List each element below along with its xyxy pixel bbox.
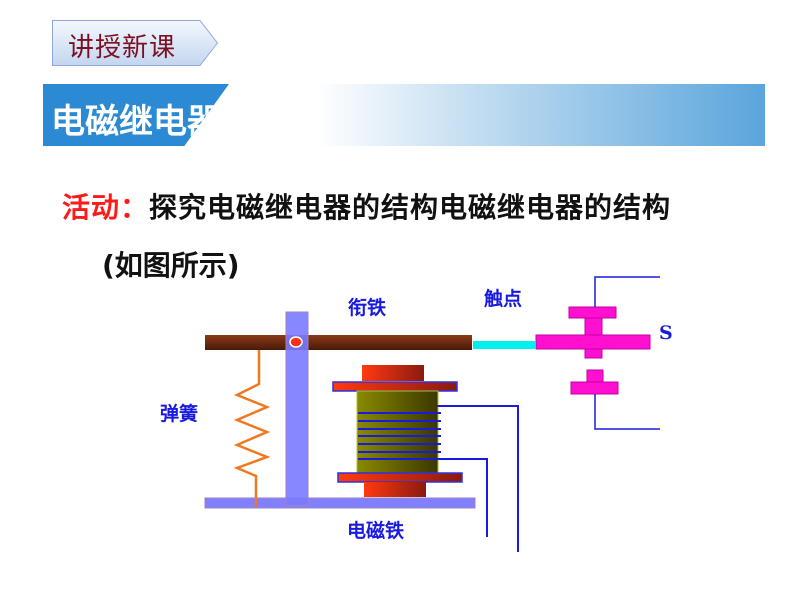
switch-wire-top (594, 276, 660, 307)
title-banner: 电磁继电器结 (43, 84, 229, 146)
armature-bar (205, 335, 472, 350)
activity-text: 探究电磁继电器的结构电磁继电器的结构 (149, 191, 672, 224)
section-tag: 讲授新课 (52, 20, 218, 66)
coil-wire-1 (437, 405, 519, 552)
contact-switch (535, 306, 651, 395)
coil-windings (358, 412, 441, 460)
contact-link (473, 341, 535, 349)
switch-label: S (659, 322, 673, 344)
arrow-tag-shape (52, 20, 218, 66)
core-top-flange (332, 381, 458, 392)
core-top-cap (362, 365, 424, 381)
electromagnet-label: 电磁铁 (347, 520, 405, 542)
spring-label: 弹簧 (160, 403, 199, 425)
activity-subtitle: (如图所示) (102, 249, 240, 282)
coil-core (356, 390, 439, 474)
switch-wire-bottom (594, 394, 660, 430)
activity-prefix: 活动： (62, 191, 150, 224)
armature-label: 衔铁 (348, 297, 387, 319)
coil-wire-2 (437, 458, 488, 537)
base-plate (204, 497, 476, 509)
pivot-post (285, 311, 309, 507)
activity-heading: 活动：探究电磁继电器的结构电磁继电器的结构 (62, 186, 671, 226)
section-tag-label: 讲授新课 (68, 33, 177, 63)
core-bottom-cap (364, 482, 426, 497)
contact-label: 触点 (484, 288, 523, 310)
spring (233, 349, 271, 507)
pivot-dot (289, 336, 303, 348)
core-bottom-flange (337, 472, 463, 483)
